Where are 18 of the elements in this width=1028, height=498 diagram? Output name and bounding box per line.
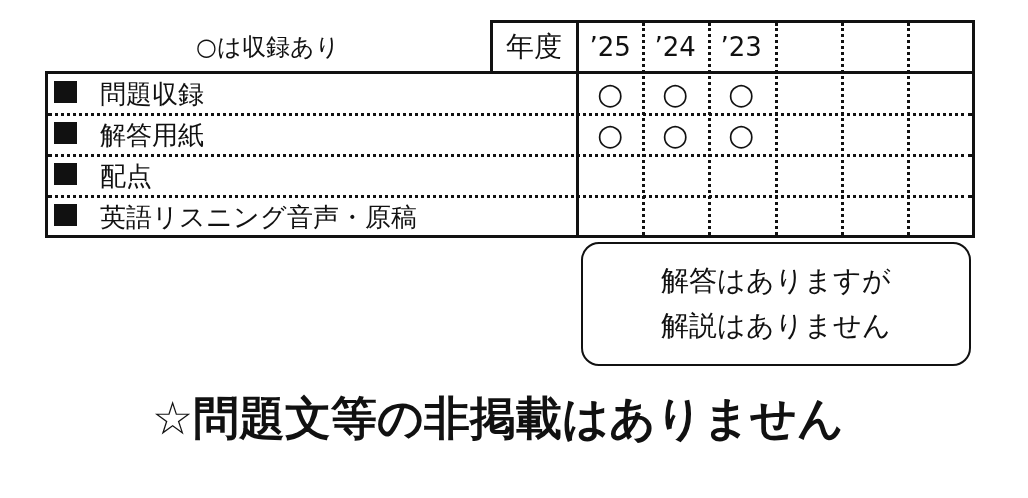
header-text: 年度 bbox=[506, 33, 562, 61]
year-text: ’24 bbox=[654, 34, 696, 60]
legend-note: ○は収録あり bbox=[196, 35, 340, 59]
mark-text: ○ bbox=[728, 79, 755, 109]
mark-text: ○ bbox=[597, 120, 624, 150]
year-text: ’23 bbox=[720, 34, 762, 60]
note-box bbox=[581, 242, 971, 366]
note-text: 解答はありますが解説はありません bbox=[660, 263, 892, 344]
row-label: 配点 bbox=[100, 163, 152, 189]
mark-text: ○ bbox=[662, 79, 689, 109]
mark-text: ○ bbox=[597, 79, 624, 109]
row-label: 英語リスニング音声・原稿 bbox=[100, 204, 417, 230]
year-text: ’25 bbox=[589, 34, 631, 60]
mark-text: ○ bbox=[728, 120, 755, 150]
row-label: 解答用紙 bbox=[100, 122, 204, 148]
note-text: ☆問題文等の非掲載はありません bbox=[152, 395, 845, 441]
row-label: 問題収録 bbox=[100, 81, 204, 107]
mark-text: ○ bbox=[662, 120, 689, 150]
